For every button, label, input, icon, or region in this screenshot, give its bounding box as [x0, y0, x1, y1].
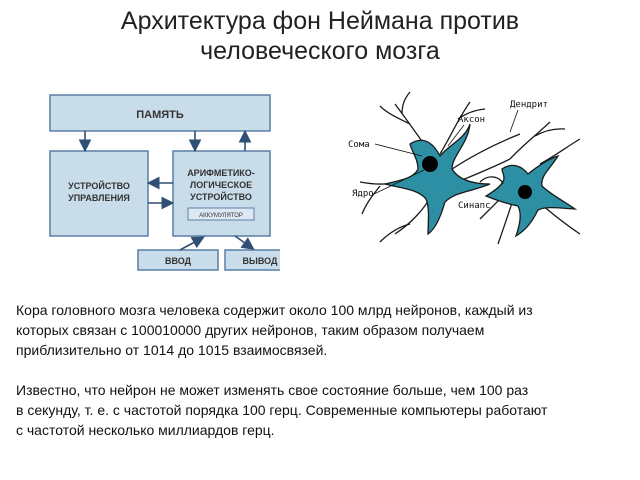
output-box — [224, 249, 280, 271]
leader-dendrite — [509, 109, 519, 133]
leader-nucleus — [373, 169, 425, 195]
label-soma: Сома — [348, 140, 370, 150]
title-line-2: человеческого мозга — [200, 37, 440, 65]
body-text: Кора головного мозга человека содержит о… — [16, 300, 631, 440]
input-box — [137, 249, 219, 271]
leader-axon — [447, 124, 465, 147]
paragraph-gap — [16, 360, 631, 380]
control-unit-box — [49, 150, 149, 237]
control-unit-label-1: УСТРОЙСТВО — [68, 180, 130, 191]
output-label: ВЫВОД — [243, 256, 278, 266]
synapse-bulb — [479, 176, 504, 185]
accumulator-box — [187, 207, 255, 221]
paragraph-1-line-3: приблизительно от 1014 до 1015 взаимосвя… — [16, 342, 328, 358]
diagram-arrows — [78, 129, 255, 251]
alu-box — [172, 150, 271, 237]
accumulator-label: АККУМУЛЯТОР — [199, 213, 243, 219]
nucleus-2 — [518, 185, 532, 199]
label-synapse: Синапс — [458, 201, 491, 211]
nucleus-1 — [422, 156, 438, 172]
von-neumann-diagram: ПАМЯТЬ УСТРОЙСТВО УПРАВЛЕНИЯ АРИФМЕТИКО-… — [49, 94, 280, 271]
paragraph-2-line-1: Известно, что нейрон не может изменять с… — [16, 382, 529, 398]
slide-title: Архитектура фон Неймана против человечес… — [0, 6, 640, 66]
control-unit-label-2: УПРАВЛЕНИЯ — [68, 193, 130, 203]
soma-cell-1 — [384, 123, 491, 236]
memory-label: ПАМЯТЬ — [136, 109, 184, 121]
paragraph-1-line-2: которых связан с 100010000 других нейрон… — [16, 322, 485, 338]
label-dendrite: Дендрит — [510, 100, 548, 110]
leader-soma — [374, 143, 423, 157]
arrow-input-to-alu — [179, 236, 205, 251]
axon-line — [451, 133, 521, 170]
label-nucleus: Ядро — [352, 189, 374, 199]
alu-label-1: АРИФМЕТИКО- — [187, 168, 255, 178]
alu-label-3: УСТРОЙСТВО — [190, 191, 252, 202]
paragraph-2-line-2: в секунду, т. е. с частотой порядка 100 … — [16, 402, 548, 418]
input-label: ВВОД — [165, 256, 192, 266]
paragraph-2-line-3: с частотой несколько миллиардов герц. — [16, 422, 275, 438]
arrow-alu-to-output — [234, 235, 255, 250]
label-axon: Аксон — [458, 115, 485, 125]
memory-box — [49, 94, 271, 132]
paragraph-1-line-1: Кора головного мозга человека содержит о… — [16, 302, 533, 318]
title-line-1: Архитектура фон Неймана против — [120, 7, 520, 35]
alu-label-2: ЛОГИЧЕСКОЕ — [190, 180, 252, 190]
neuron-illustration: Сома Аксон Дендрит Ядро Синапс — [348, 91, 581, 245]
